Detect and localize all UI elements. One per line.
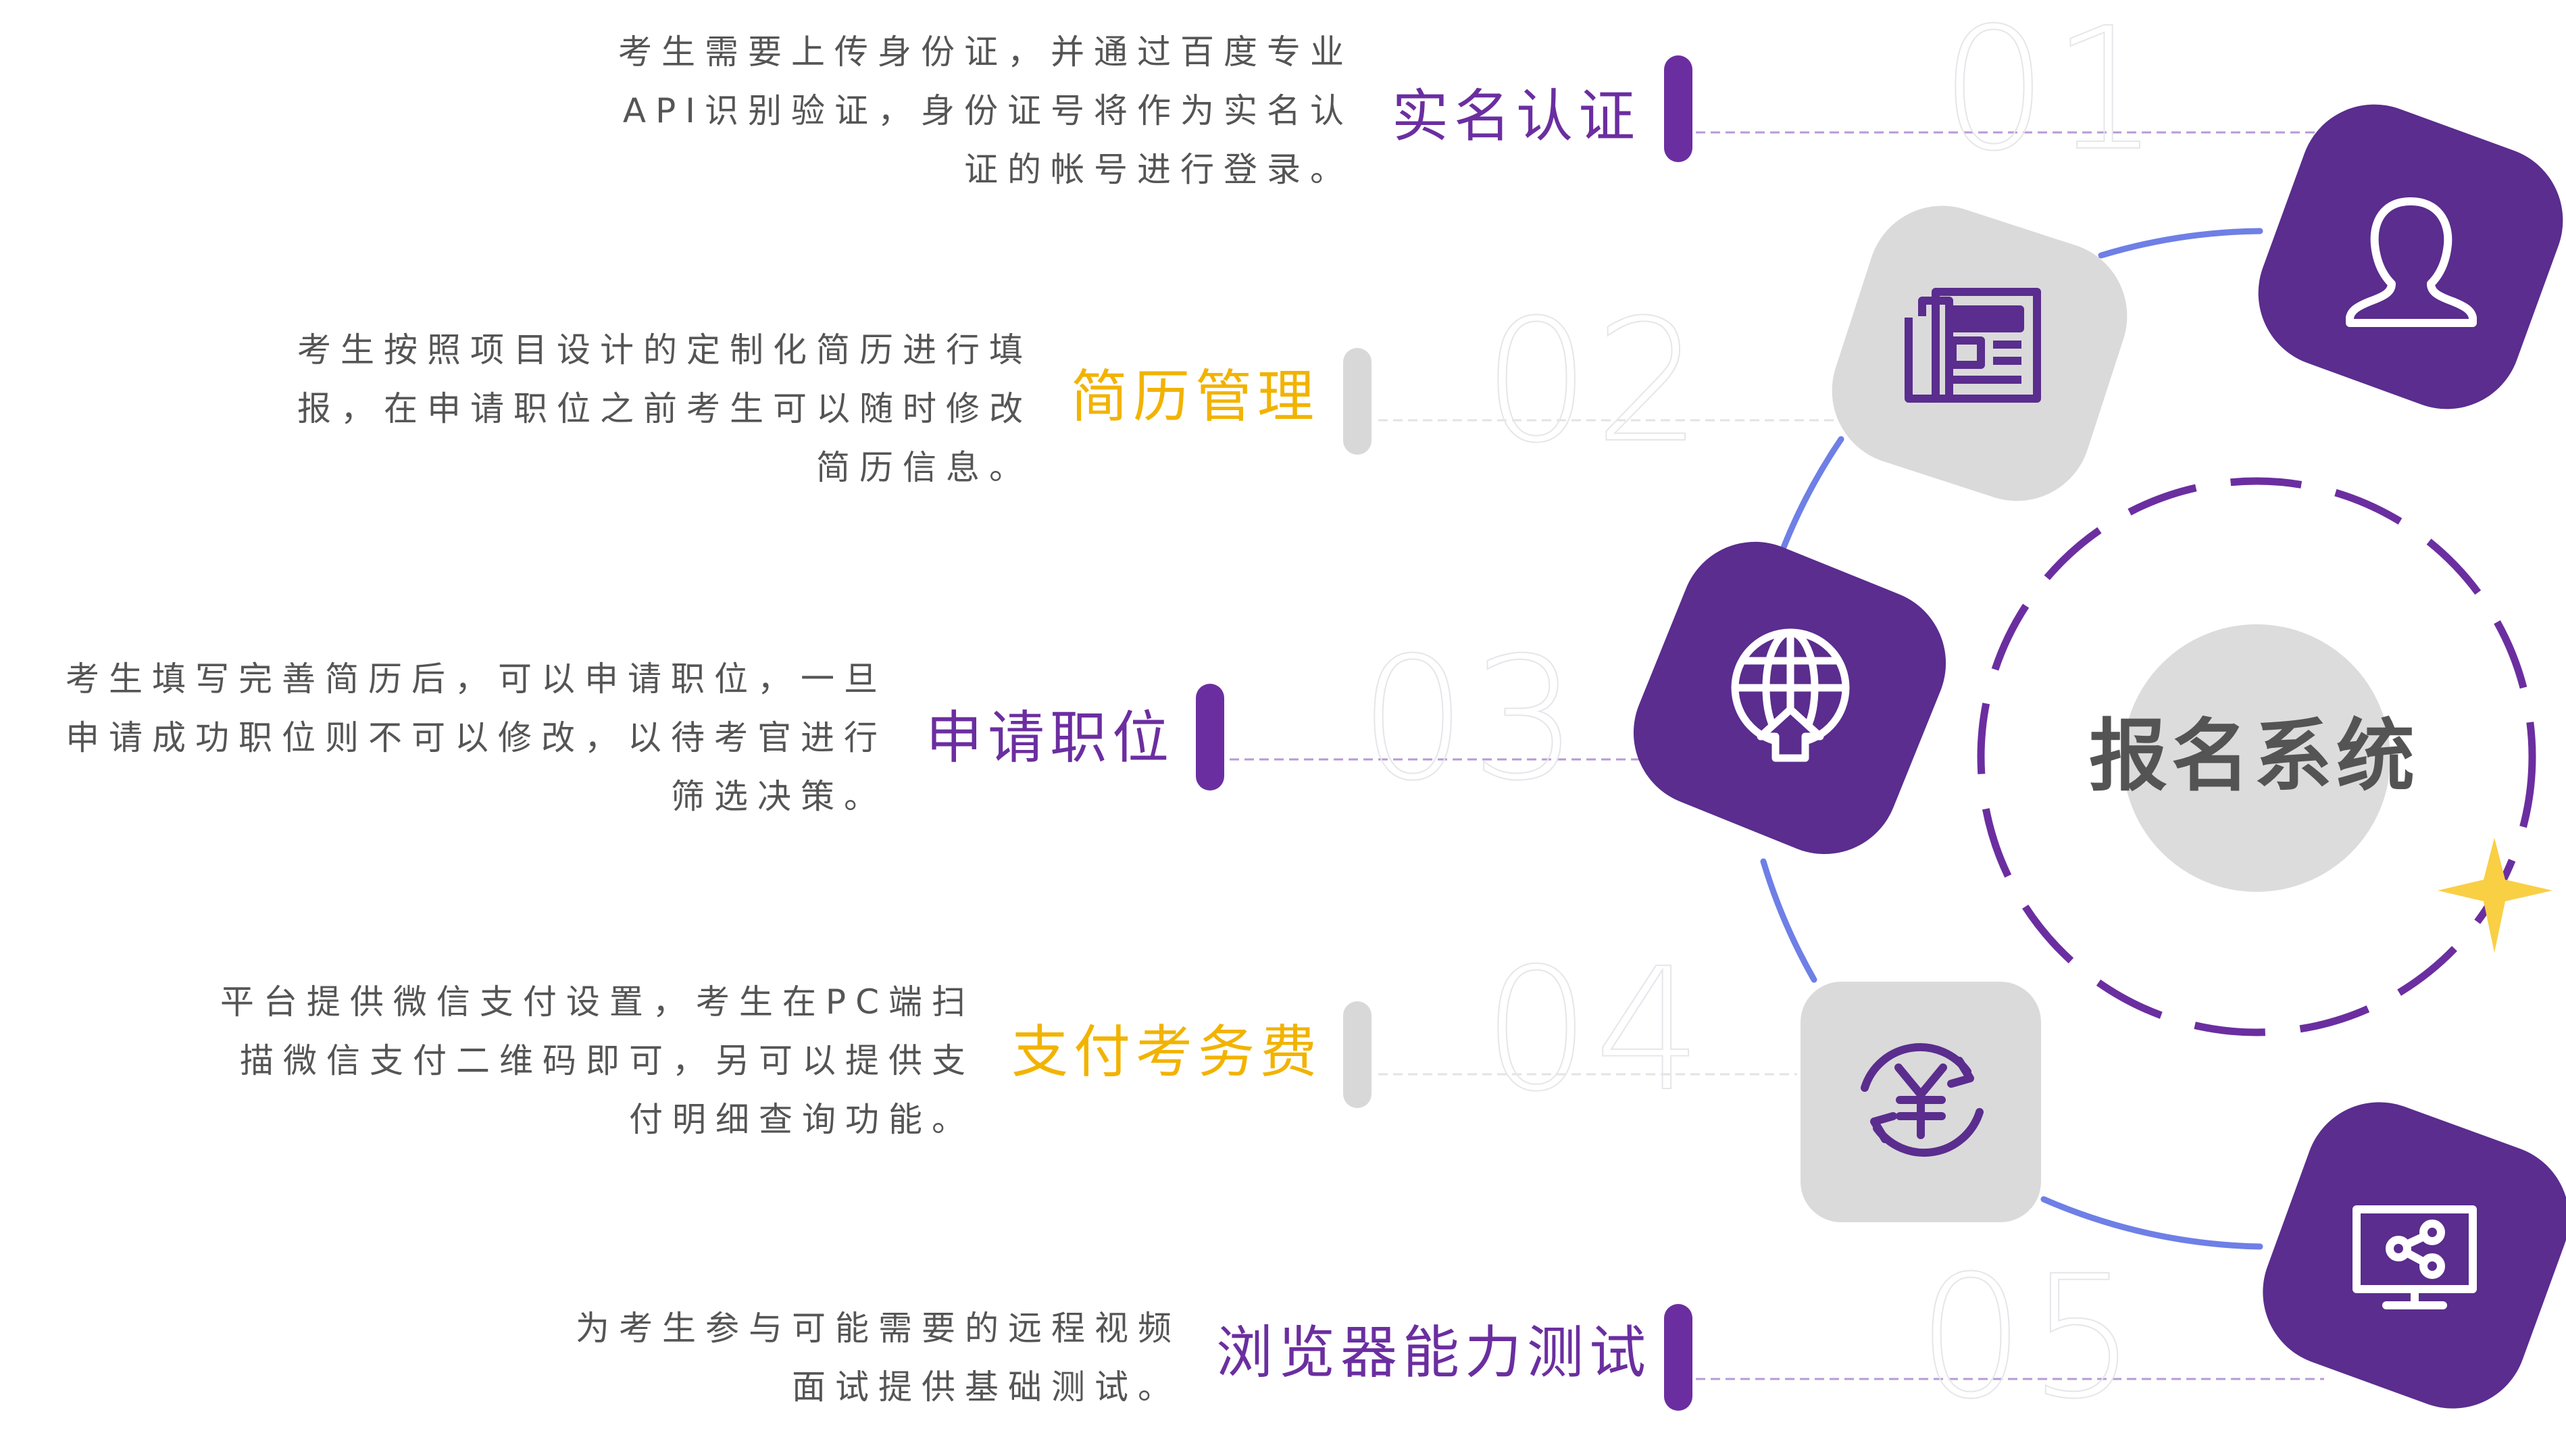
step-number-02: 02 [1482, 283, 1707, 480]
description-line: 付明细查询功能。 [629, 1100, 975, 1139]
star-icon [2438, 838, 2552, 953]
step-number-01: 01 [1940, 0, 2164, 188]
marker-03 [1196, 684, 1224, 790]
monitor-share-icon [2353, 1205, 2477, 1309]
step-description-01: 考生需要上传身份证，并通过百度专业 API识别验证，身份证号将作为实名认 证的帐… [618, 23, 1353, 199]
marker-01 [1664, 55, 1692, 162]
step-title-01: 实名认证 [1392, 83, 1641, 149]
marker-04 [1343, 1001, 1372, 1108]
description-line: 简历信息。 [816, 448, 1032, 487]
tile-01 [2258, 104, 2563, 409]
step-number-03: 03 [1359, 621, 1583, 818]
user-icon [2346, 197, 2477, 327]
step-number-05: 05 [1917, 1239, 2141, 1436]
step-description-05: 为考生参与可能需要的远程视频 面试提供基础测试。 [576, 1299, 1181, 1417]
description-line: 报，在申请职位之前考生可以随时修改 [297, 389, 1032, 428]
step-description-02: 考生按照项目设计的定制化简历进行填 报，在申请职位之前考生可以随时修改 简历信息… [297, 321, 1032, 497]
description-line: 申请成功职位则不可以修改，以待考官进行 [66, 718, 887, 757]
description-line: 证的帐号进行登录。 [964, 150, 1353, 189]
marker-05 [1664, 1304, 1692, 1411]
description-line: 面试提供基础测试。 [792, 1367, 1181, 1407]
description-line: 考生填写完善简历后，可以申请职位，一旦 [66, 659, 887, 699]
description-line: 考生需要上传身份证，并通过百度专业 [618, 32, 1353, 72]
description-line: 考生按照项目设计的定制化简历进行填 [297, 330, 1032, 370]
outer-arc [1760, 228, 2263, 1250]
step-title-02: 简历管理 [1071, 363, 1320, 430]
step-title-05: 浏览器能力测试 [1216, 1320, 1652, 1386]
marker-02 [1343, 348, 1372, 455]
step-description-04: 平台提供微信支付设置，考生在PC端扫 描微信支付二维码即可，另可以提供支 付明细… [220, 973, 975, 1149]
step-title-04: 支付考务费 [1011, 1019, 1323, 1085]
globe-upload-icon [1731, 628, 1850, 762]
description-line: 为考生参与可能需要的远程视频 [576, 1309, 1181, 1348]
center-title: 报名系统 [2089, 711, 2419, 802]
newspaper-icon [1905, 288, 2041, 403]
description-line: 描微信支付二维码即可，另可以提供支 [240, 1041, 975, 1080]
step-description-03: 考生填写完善简历后，可以申请职位，一旦 申请成功职位则不可以修改，以待考官进行 … [66, 650, 887, 826]
step-number-04: 04 [1482, 932, 1707, 1128]
description-line: API识别验证，身份证号将作为实名认 [622, 91, 1353, 130]
dashed-ring [1977, 477, 2536, 1036]
step-title-03: 申请职位 [926, 705, 1175, 771]
description-line: 平台提供微信支付设置，考生在PC端扫 [220, 982, 975, 1022]
yuan-exchange-icon [1861, 1043, 1984, 1157]
center-disc [2123, 624, 2390, 892]
description-line: 筛选决策。 [671, 777, 887, 816]
